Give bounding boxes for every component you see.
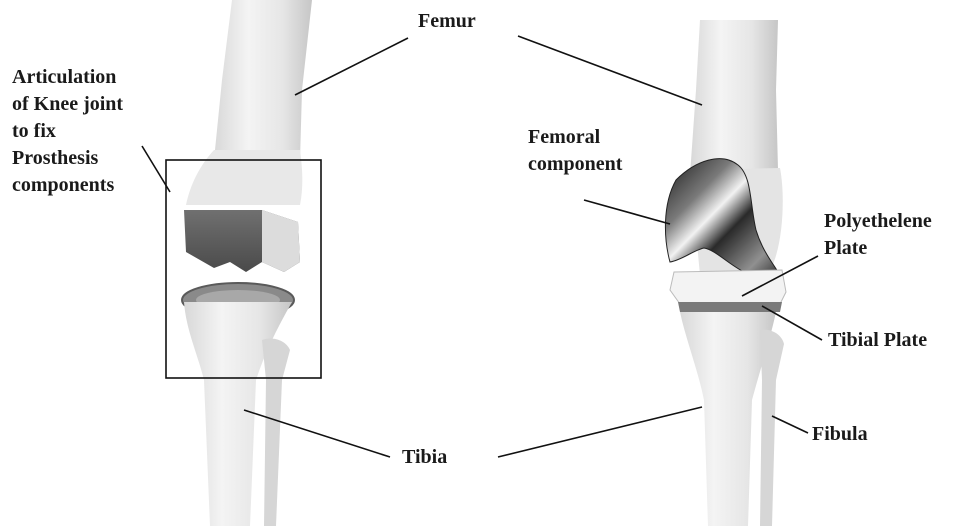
- right-polyethylene-plate: [670, 270, 786, 304]
- leader-femur-right: [518, 36, 702, 105]
- right-fibula: [760, 330, 784, 526]
- label-articulation: Articulation of Knee joint to fix Prosth…: [12, 64, 162, 199]
- label-tibia: Tibia: [402, 444, 447, 471]
- leader-femur-left: [295, 38, 408, 95]
- label-femur: Femur: [418, 8, 476, 35]
- label-tibial-plate: Tibial Plate: [828, 327, 927, 354]
- left-femur-shaft: [214, 0, 312, 160]
- label-articulation-line2: of Knee joint: [12, 91, 162, 118]
- left-femur-side: [262, 210, 300, 272]
- right-tibial-plate: [678, 302, 782, 312]
- label-femoral-component-line2: component: [528, 151, 658, 178]
- label-articulation-line1: Articulation: [12, 64, 162, 91]
- right-knee-bones: [665, 20, 786, 526]
- leader-tibia-right: [498, 407, 702, 457]
- label-articulation-line4: Prosthesis: [12, 145, 162, 172]
- label-fibula: Fibula: [812, 421, 868, 448]
- label-polyethelene-plate: Polyethelene Plate: [824, 208, 960, 262]
- right-femur-shaft: [690, 20, 778, 175]
- leader-fibula: [772, 416, 808, 433]
- left-knee-bones: [166, 0, 321, 526]
- label-femoral-component-line1: Femoral: [528, 124, 658, 151]
- label-femoral-component: Femoral component: [528, 124, 658, 178]
- left-distal-femur: [186, 150, 302, 205]
- label-polyethelene-plate-line1: Polyethelene: [824, 208, 960, 235]
- label-articulation-line3: to fix: [12, 118, 162, 145]
- label-articulation-line5: components: [12, 172, 162, 199]
- label-polyethelene-plate-line2: Plate: [824, 235, 960, 262]
- left-fibula: [262, 338, 290, 526]
- leader-femoral-component: [584, 200, 670, 224]
